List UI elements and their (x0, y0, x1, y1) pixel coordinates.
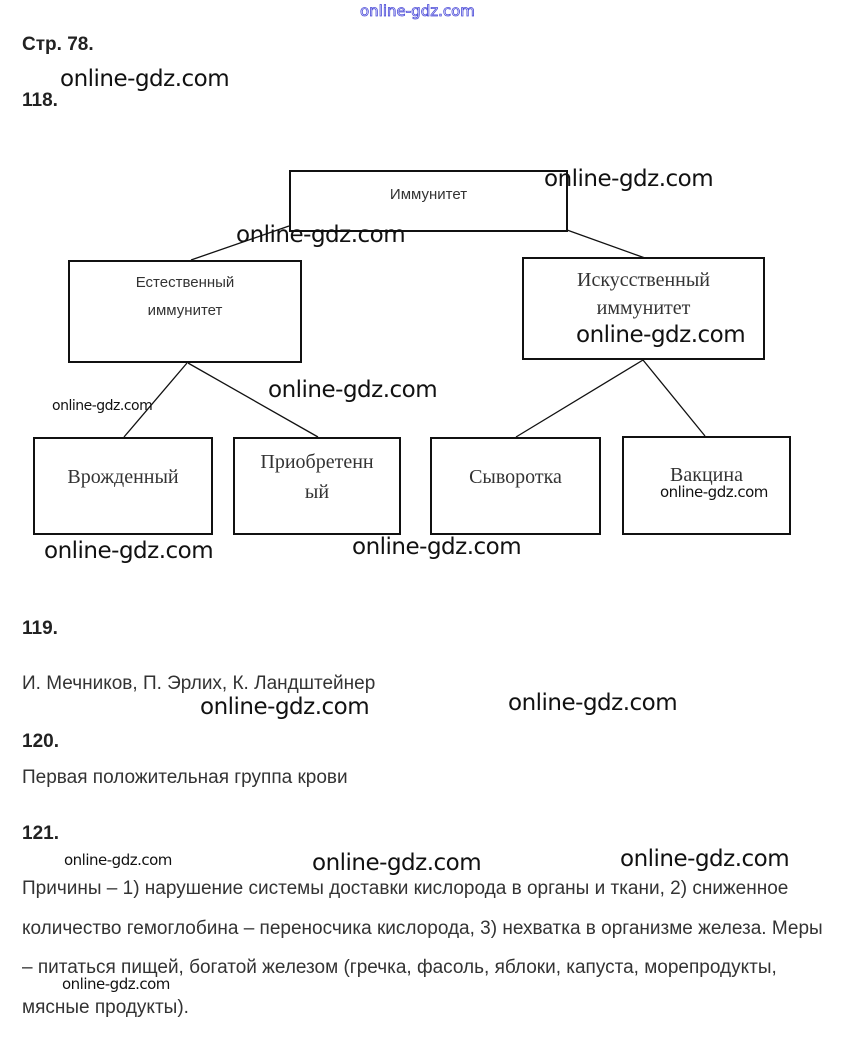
watermark: online-gdz.com (64, 851, 172, 869)
connector-natural-innate (123, 362, 188, 438)
node-label: Приобретенн ый (260, 451, 374, 503)
watermark: online-gdz.com (60, 66, 230, 92)
task-118-number: 118. (22, 90, 58, 111)
connector-root-artificial (566, 229, 646, 259)
node-label: Иммунитет (389, 185, 468, 203)
connector-root-natural (190, 225, 290, 261)
watermark: online-gdz.com (268, 377, 438, 403)
node-label: Сыворотка (469, 465, 562, 488)
watermark: online-gdz.com (52, 398, 153, 414)
watermark: online-gdz.com (200, 694, 370, 720)
node-label: Врожденный (67, 465, 179, 488)
watermark: online-gdz.com (44, 538, 214, 564)
page-label: Стр. 78. (22, 34, 94, 55)
node-label: Естественный иммунитет (135, 273, 235, 319)
task-120-answer: Первая положительная группа крови (22, 767, 348, 788)
node-innate: Врожденный (33, 437, 213, 535)
connector-natural-acquired (187, 362, 319, 438)
task-121-answer: Причины – 1) нарушение системы доставки … (22, 878, 823, 1018)
node-artificial-immunity: Искусственный иммунитет (522, 257, 765, 360)
watermark: online-gdz.com (62, 975, 170, 993)
node-acquired: Приобретенн ый (233, 437, 401, 535)
node-label: Искусственный иммунитет (577, 268, 710, 319)
watermark: online-gdz.com (352, 534, 522, 560)
connector-artificial-vaccine (642, 359, 706, 437)
node-vaccine: Вакцина (622, 436, 791, 535)
node-serum: Сыворотка (430, 437, 601, 535)
task-120-number: 120. (22, 731, 59, 752)
node-immunity: Иммунитет (289, 170, 568, 232)
watermark: online-gdz.com (312, 850, 482, 876)
watermark: online-gdz.com (508, 690, 678, 716)
node-natural-immunity: Естественный иммунитет (68, 260, 302, 363)
watermark: online-gdz.com (544, 166, 714, 192)
watermark: online-gdz.com (236, 222, 406, 248)
connector-artificial-serum (515, 359, 644, 438)
watermark: online-gdz.com (620, 846, 790, 872)
task-121-number: 121. (22, 823, 59, 844)
node-label: Вакцина (670, 464, 743, 486)
task-119-number: 119. (22, 618, 58, 639)
task-119-answer: И. Мечников, П. Эрлих, К. Ландштейнер (22, 673, 376, 694)
diagram-connectors (123, 225, 706, 438)
watermark: online-gdz.com (576, 322, 746, 348)
watermark: online-gdz.com (360, 2, 476, 21)
watermark: online-gdz.com (660, 483, 768, 501)
